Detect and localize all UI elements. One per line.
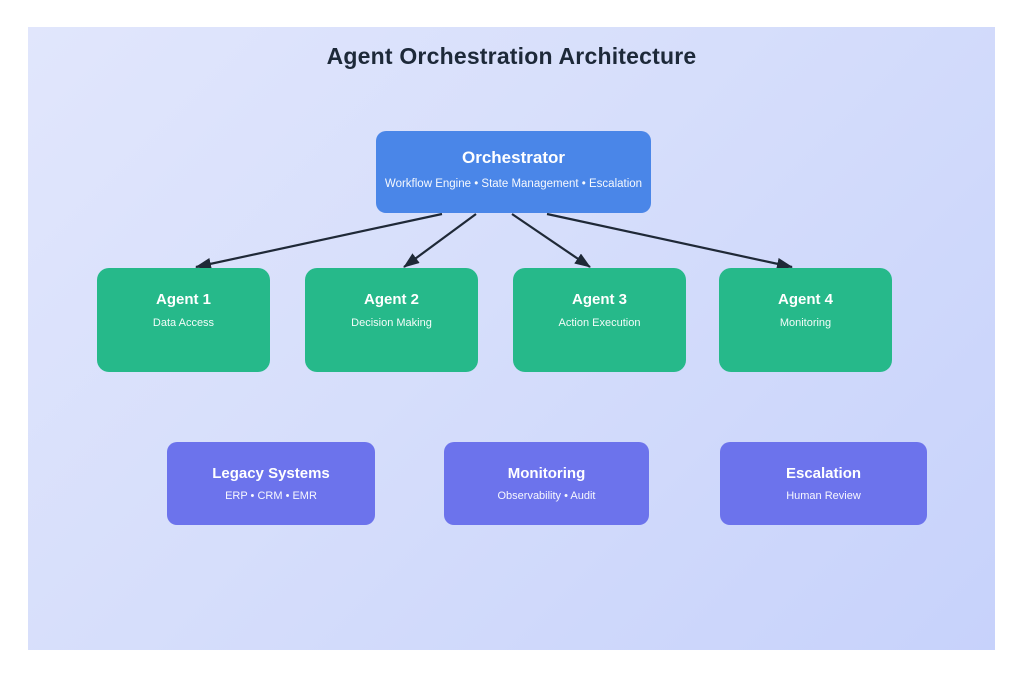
orchestrator-node-subtitle: Workflow Engine • State Management • Esc… [384,178,643,190]
agent-3-node-subtitle: Action Execution [558,317,641,329]
orchestrator-node-title: Orchestrator [462,148,565,167]
agent-1-node: Agent 1 Data Access [97,268,270,372]
agent-2-node-title: Agent 2 [363,291,419,308]
agent-4-node: Agent 4 Monitoring [719,268,892,372]
agent-4-node-title: Agent 4 [777,291,833,308]
monitoring-node-title: Monitoring [507,465,586,482]
agent-4-node-subtitle: Monitoring [779,317,832,329]
agent-3-node-title: Agent 3 [571,291,627,308]
escalation-node: Escalation Human Review [720,442,927,525]
escalation-node-title: Escalation [785,465,862,482]
agent-2-node-subtitle: Decision Making [351,317,432,329]
edge-orchestrator-agent-2 [403,213,477,268]
escalation-node-subtitle: Human Review [786,490,861,502]
monitoring-node-subtitle: Observability • Audit [497,490,596,502]
edge-orchestrator-agent-4 [546,212,793,270]
edges-layer [195,212,793,270]
diagram-title: Agent Orchestration Architecture [326,43,697,69]
edge-orchestrator-agent-1 [195,212,443,270]
agent-1-node-subtitle: Data Access [152,317,215,329]
agent-1-node-title: Agent 1 [155,291,211,308]
legacy-systems-node-subtitle: ERP • CRM • EMR [225,490,317,502]
agent-2-node: Agent 2 Decision Making [305,268,478,372]
monitoring-node: Monitoring Observability • Audit [444,442,649,525]
legacy-systems-node-title: Legacy Systems [212,465,330,482]
edge-orchestrator-agent-3 [511,213,591,268]
agent-3-node: Agent 3 Action Execution [513,268,686,372]
legacy-systems-node: Legacy Systems ERP • CRM • EMR [167,442,375,525]
diagram-canvas: Agent Orchestration Architecture Orchest… [28,27,995,650]
orchestrator-node: Orchestrator Workflow Engine • State Man… [376,131,651,213]
